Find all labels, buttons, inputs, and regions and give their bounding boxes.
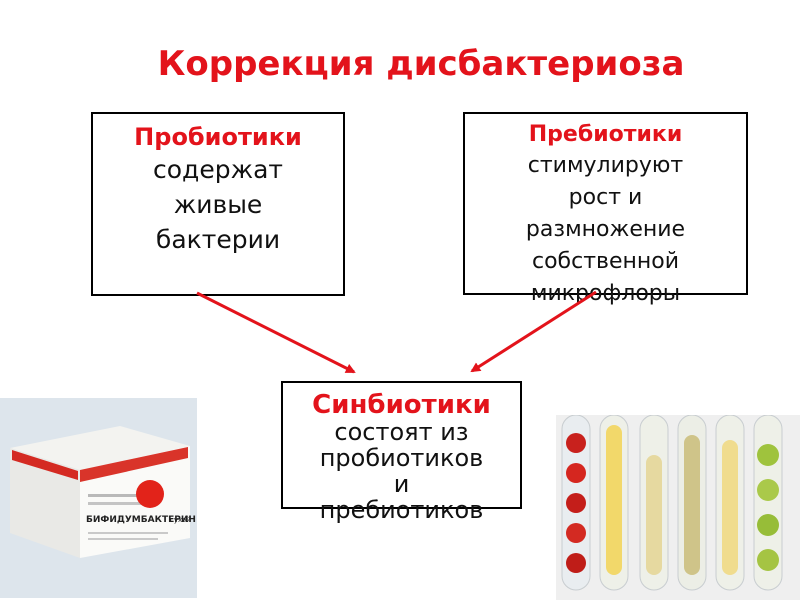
synbiotics-line: и [393, 470, 410, 498]
tube-pasta [715, 415, 745, 591]
arrow-probiotics-to-synbiotics [196, 291, 356, 374]
fruit-test-tubes-image [556, 415, 800, 600]
test-tubes-illustration [556, 415, 800, 600]
prebiotics-line: стимулируют [527, 153, 684, 178]
tube-apple [639, 415, 669, 591]
tube-strawberry [561, 415, 591, 591]
package-illustration: БИФИДУМБАКТЕРИН сухой [0, 398, 197, 598]
synbiotics-line: пробиотиков [319, 444, 484, 472]
prebiotics-description: стимулируют рост и размножение собственн… [465, 150, 746, 310]
slide-title: Коррекция дисбактериоза [157, 44, 685, 84]
tube-kiwi [753, 415, 783, 591]
synbiotics-line: состоят из [334, 418, 469, 446]
probiotics-heading: Пробиотики [134, 123, 302, 151]
package-label-suffix: сухой [170, 516, 191, 524]
prebiotics-line: собственной [531, 249, 680, 274]
probiotics-box: Пробиотики содержат живые бактерии [91, 112, 345, 296]
package-label: БИФИДУМБАКТЕРИН [86, 515, 196, 525]
prebiotics-line: микрофлоры [530, 281, 681, 306]
tube-pear [677, 415, 707, 591]
prebiotics-line: рост и [568, 185, 643, 210]
synbiotics-heading: Синбиотики [312, 390, 491, 420]
probiotics-line: бактерии [155, 225, 281, 254]
prebiotics-heading: Пребиотики [528, 122, 683, 147]
synbiotics-description: состоят из пробиотиков и пребиотиков [283, 419, 520, 523]
synbiotics-box: Синбиотики состоят из пробиотиков и преб… [281, 381, 522, 523]
probiotics-line: живые [173, 190, 263, 219]
probiotics-line: содержат [153, 155, 283, 184]
bifidumbacterin-package-image: БИФИДУМБАКТЕРИН сухой [0, 398, 197, 598]
synbiotics-line: пребиотиков [319, 496, 484, 524]
probiotics-description: содержат живые бактерии [93, 152, 343, 257]
tube-banana [599, 415, 629, 591]
prebiotics-box: Пребиотики стимулируют рост и размножени… [463, 112, 748, 306]
arrow-prebiotics-to-synbiotics [470, 290, 597, 373]
prebiotics-line: размножение [525, 217, 686, 242]
